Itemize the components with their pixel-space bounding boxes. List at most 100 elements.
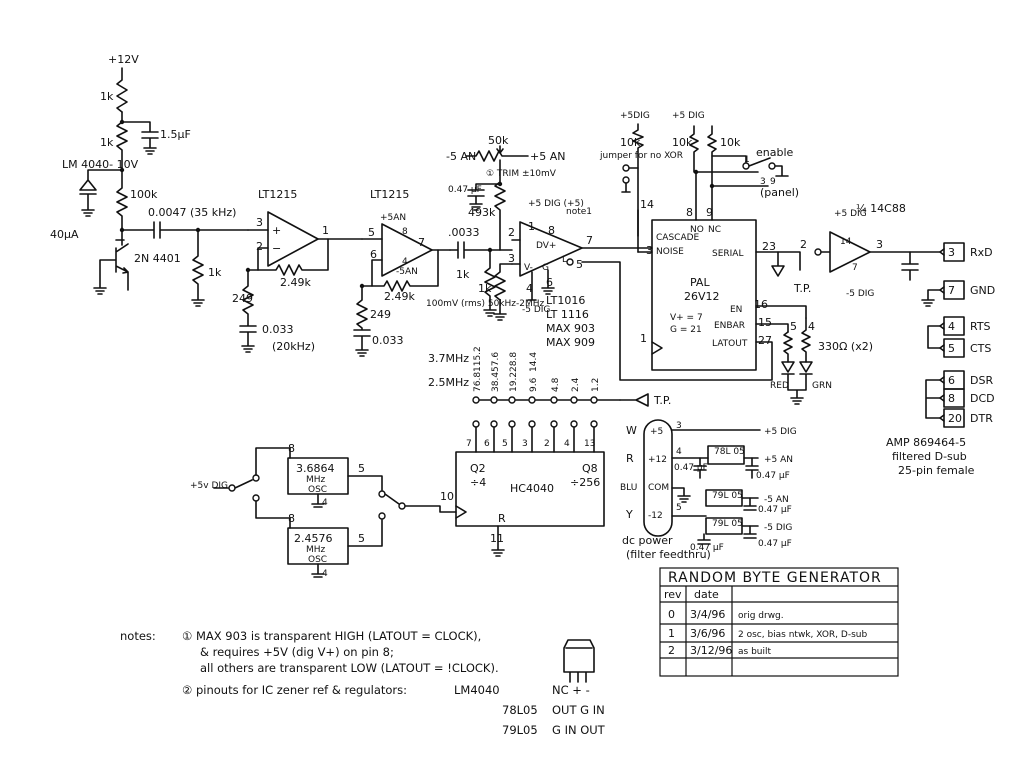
pin: 1	[322, 224, 329, 237]
osc1-label: OSC	[308, 485, 327, 495]
amp2-cap: 0.033	[372, 334, 404, 347]
freq-25-value: 4.8	[551, 377, 561, 392]
r10k-c: 10k	[720, 136, 741, 149]
dc-cap-label: 0.47 µF	[758, 505, 792, 515]
comp-part: LT1016	[546, 294, 585, 307]
amp1-feedback	[257, 238, 329, 276]
connector-desc: 25-pin female	[898, 464, 975, 477]
cap-047	[467, 183, 501, 211]
rev-date: 3/12/96	[690, 644, 732, 657]
pal-pullup	[632, 123, 644, 253]
amp2-feedback	[371, 249, 439, 292]
pin: 3	[508, 252, 515, 265]
osc-pin: 5	[358, 532, 365, 545]
note-1c: all others are transparent LOW (LATOUT =…	[200, 661, 499, 675]
comp-vm: -5 DIG	[522, 305, 550, 315]
filter-cap	[901, 251, 919, 281]
test-point	[528, 396, 536, 404]
connector-pin-number: 20	[948, 412, 962, 425]
osc-switch-contact	[252, 494, 260, 502]
enable-sub: (panel)	[760, 186, 799, 199]
hc4040-pin11: 11	[490, 532, 504, 545]
osc1-unit: MHz	[306, 475, 326, 485]
connector-pin-name: CTS	[970, 342, 991, 355]
pin: 27	[758, 334, 772, 347]
connector-desc: filtered D-sub	[892, 450, 967, 463]
dsr-dcd-dtr-loop	[925, 379, 941, 419]
pal-name: PAL	[690, 276, 710, 289]
amp1-part: LT1215	[258, 188, 297, 201]
amp2-triangle	[381, 223, 433, 277]
out-m5an: -5 AN	[764, 495, 789, 505]
jumper-pin	[622, 164, 630, 172]
osc-pin: 5	[358, 462, 365, 475]
freq-row-37: 3.7MHz	[428, 352, 469, 365]
pin: 23	[762, 240, 776, 253]
rev-number: 0	[668, 608, 675, 621]
hc4040-pin10: 10	[440, 490, 454, 503]
wire-r: R	[626, 452, 634, 465]
output-gate: T.P. 2 +5 DIG ¼ 14C88 14 7 -5 DIG 3	[755, 202, 941, 299]
pal-vcc: V+ = 7	[670, 313, 703, 323]
pin: 15	[758, 316, 772, 329]
led-red: RED	[770, 381, 789, 391]
r1k-top	[116, 67, 128, 113]
rev-number: 2	[668, 644, 675, 657]
rts-cts-loop	[927, 325, 941, 349]
v12-label: +12V	[108, 53, 139, 66]
r1k-b-label: 1k	[478, 282, 492, 295]
pinout-part: LM4040	[454, 683, 500, 697]
r1k-b	[493, 263, 513, 321]
connector-pin-name: RxD	[970, 246, 993, 259]
dc-cap-label: 0.47 µF	[690, 543, 724, 553]
hc4040-body	[455, 451, 605, 527]
pinout-part: 78L05	[502, 703, 538, 717]
r1k-shunt-label: 1k	[208, 266, 222, 279]
col-rev: rev	[664, 588, 682, 601]
pin: 2	[508, 226, 515, 239]
comp-part: MAX 909	[546, 336, 595, 349]
rev-number: 1	[668, 627, 675, 640]
pin: 4	[402, 257, 408, 267]
feedthru-body	[643, 419, 673, 537]
test-point	[570, 396, 578, 404]
pin: 2	[256, 240, 263, 253]
osc-sel-wires	[384, 493, 457, 513]
pal-enbar: ENBAR	[714, 321, 745, 331]
osc-sel-contact	[378, 490, 386, 498]
pin: 1	[640, 332, 647, 345]
switch-contact	[768, 162, 776, 170]
test-point	[490, 396, 498, 404]
pal-no: NO	[690, 225, 704, 235]
pal-latout: LATOUT	[712, 339, 748, 349]
pin: 2	[800, 238, 807, 251]
test-point	[490, 420, 498, 428]
dc-rails	[671, 429, 761, 527]
connector-pin-number: 6	[948, 374, 955, 387]
freq-25-value: 38.4	[491, 372, 501, 392]
comp-vp: +5 DIG (+5)	[528, 199, 584, 209]
osc-out-wires	[347, 475, 383, 547]
dc-cap-label: 0.47 µF	[674, 463, 708, 473]
led-feeds	[755, 305, 807, 333]
connector-pin-arrow	[939, 322, 945, 330]
hc4040-r: R	[498, 512, 506, 525]
zener-label: LM 4040- 10V	[62, 158, 139, 171]
osc-pin: 4	[322, 569, 328, 579]
comp-gnd	[527, 269, 555, 301]
osc2-gnd	[311, 563, 325, 578]
front-end: +12V 1k 1k 1.5µF LM 4040- 10V 100k 40µA …	[50, 53, 249, 307]
pin: 5	[368, 226, 375, 239]
amp1-rfb: 2.49k	[280, 276, 311, 289]
comp-part: MAX 903	[546, 322, 595, 335]
connector-pin-number: 3	[948, 246, 955, 259]
transistor-2n4401	[93, 227, 129, 295]
trim-label: ① TRIM ±10mV	[486, 169, 557, 179]
reg-79l05-b	[705, 517, 743, 535]
pin: 7	[418, 236, 425, 249]
amp1-cap: 0.033	[262, 323, 294, 336]
pal-noise: NOISE	[656, 247, 684, 257]
signal-label: 100mV (rms) 50kHz-2MHz	[426, 299, 545, 309]
